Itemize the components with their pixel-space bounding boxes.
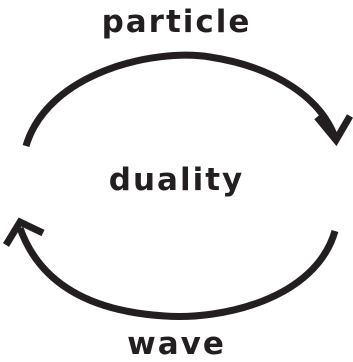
top-arc — [22, 51, 340, 148]
wave-label: wave — [127, 326, 226, 362]
top-arrowhead-icon — [314, 114, 353, 147]
bottom-arrowhead-icon — [3, 217, 45, 247]
bottom-arc — [16, 226, 339, 320]
duality-label: duality — [108, 162, 245, 198]
particle-label: particle — [101, 4, 252, 40]
